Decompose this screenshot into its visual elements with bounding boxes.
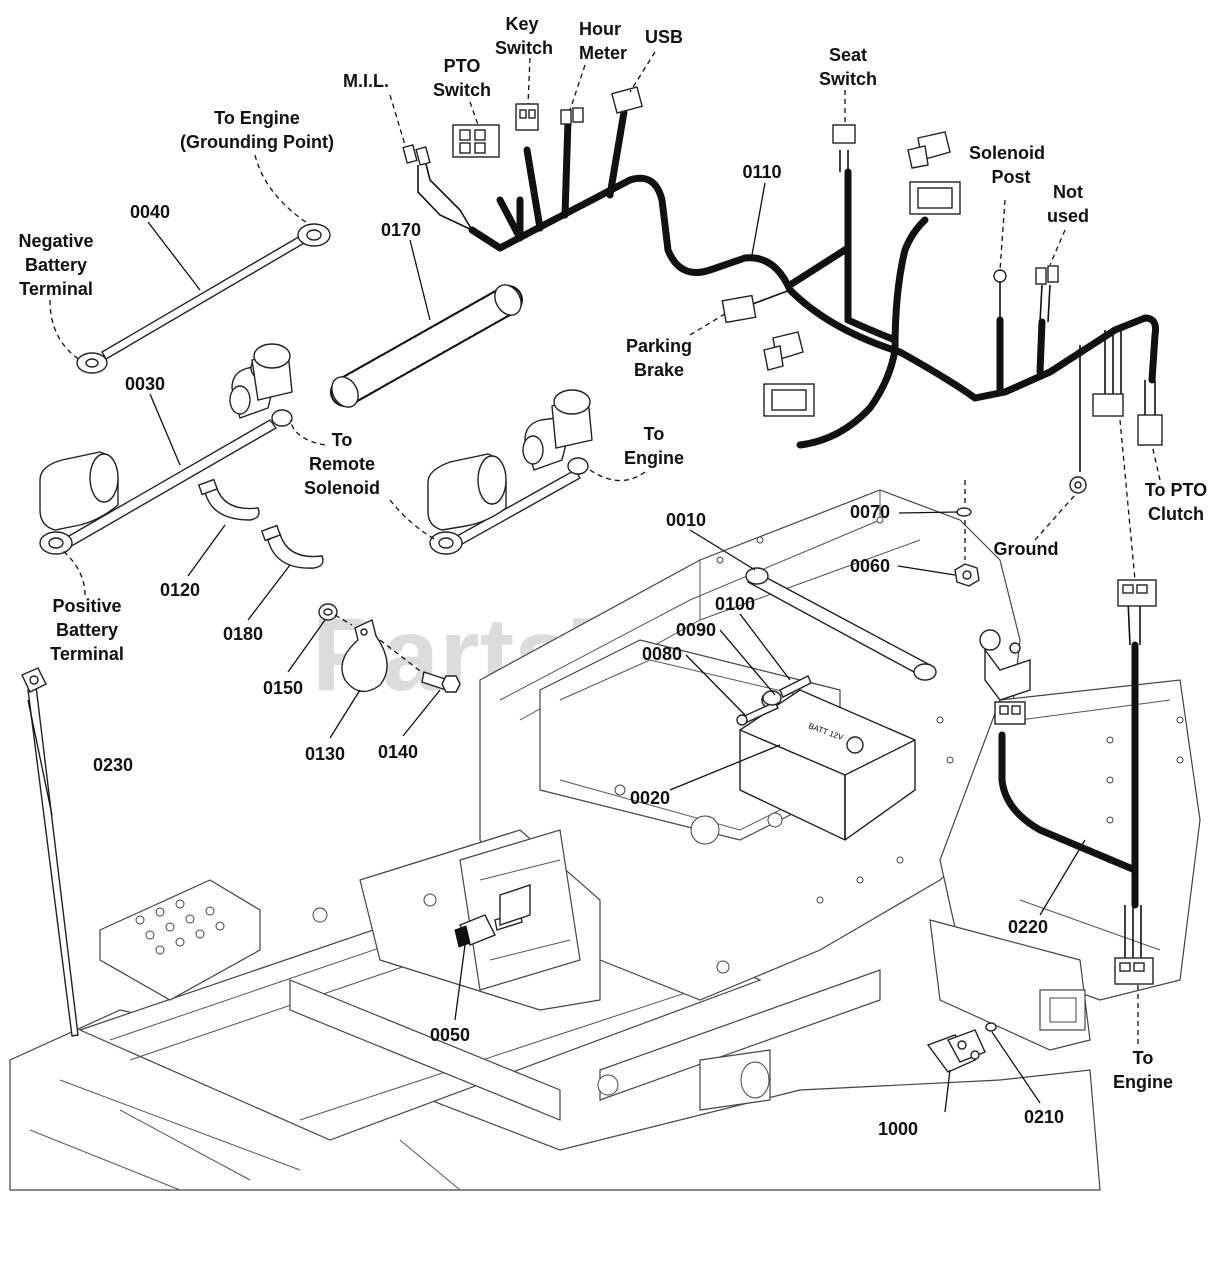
engine-wire-harness bbox=[994, 579, 1157, 985]
part-number-0210: 0210 bbox=[1024, 1107, 1064, 1127]
part-number-0230: 0230 bbox=[93, 755, 133, 775]
callout-labels: M.I.L. PTO Switch Key Switch Hour Meter … bbox=[18, 14, 1207, 1092]
label-parking-brake-1: Parking bbox=[626, 336, 692, 356]
part-number-0120: 0120 bbox=[160, 580, 200, 600]
part-number-0130: 0130 bbox=[305, 744, 345, 764]
battery-hold-down-bar bbox=[745, 567, 937, 681]
label-negative-battery-2: Battery bbox=[25, 255, 87, 275]
label-mil: M.I.L. bbox=[343, 71, 389, 91]
part-number-0080: 0080 bbox=[642, 644, 682, 664]
label-positive-battery-2: Battery bbox=[56, 620, 118, 640]
starter-solenoid bbox=[926, 1022, 997, 1073]
positive-battery-cable bbox=[39, 343, 293, 555]
foot-rest-holes bbox=[135, 899, 225, 955]
leader-lines bbox=[27, 51, 1161, 1113]
part-number-0010: 0010 bbox=[666, 510, 706, 530]
part-number-1000: 1000 bbox=[878, 1119, 918, 1139]
part-number-0150: 0150 bbox=[263, 678, 303, 698]
label-ground: Ground bbox=[994, 539, 1059, 559]
label-negative-battery-1: Negative bbox=[18, 231, 93, 251]
part-number-0020: 0020 bbox=[630, 788, 670, 808]
part-number-0100: 0100 bbox=[715, 594, 755, 614]
label-to-engine-upper-1: To bbox=[644, 424, 665, 444]
remote-solenoid-cable bbox=[427, 389, 593, 555]
label-positive-battery-1: Positive bbox=[52, 596, 121, 616]
part-number-0170: 0170 bbox=[381, 220, 421, 240]
cable-tie-long bbox=[21, 667, 79, 1037]
part-number-0180: 0180 bbox=[223, 624, 263, 644]
lift-lever bbox=[979, 629, 1031, 701]
negative-battery-cable bbox=[76, 223, 331, 374]
label-to-engine-lower-1: To bbox=[1133, 1048, 1154, 1068]
label-seat-switch-2: Switch bbox=[819, 69, 877, 89]
label-remote-solenoid-3: Solenoid bbox=[304, 478, 380, 498]
label-remote-solenoid-2: Remote bbox=[309, 454, 375, 474]
label-to-pto-clutch-1: To PTO bbox=[1145, 480, 1207, 500]
part-number-0090: 0090 bbox=[676, 620, 716, 640]
label-hour-meter-2: Meter bbox=[579, 43, 627, 63]
part-number-0030: 0030 bbox=[125, 374, 165, 394]
part-numbers: 0010 0020 0030 0040 0050 0060 0070 0080 … bbox=[93, 162, 1064, 1139]
label-usb: USB bbox=[645, 27, 683, 47]
label-to-pto-clutch-2: Clutch bbox=[1148, 504, 1204, 524]
harness-connectors bbox=[402, 86, 1163, 494]
chassis-holes bbox=[312, 516, 1184, 1096]
label-to-engine-ground-2: (Grounding Point) bbox=[180, 132, 334, 152]
label-seat-switch-1: Seat bbox=[829, 45, 867, 65]
battery-bolt-hardware bbox=[736, 675, 812, 726]
label-to-engine-lower-2: Engine bbox=[1113, 1072, 1173, 1092]
label-to-engine-ground-1: To Engine bbox=[214, 108, 300, 128]
part-number-0070: 0070 bbox=[850, 502, 890, 522]
label-hour-meter-1: Hour bbox=[579, 19, 621, 39]
part-number-0220: 0220 bbox=[1008, 917, 1048, 937]
label-negative-battery-3: Terminal bbox=[19, 279, 93, 299]
cable-clamps bbox=[197, 478, 324, 569]
label-pto-switch-2: Switch bbox=[433, 80, 491, 100]
label-remote-solenoid-1: To bbox=[332, 430, 353, 450]
corrugated-conduit bbox=[330, 284, 523, 408]
part-number-0110: 0110 bbox=[742, 162, 781, 182]
main-wire-harness bbox=[417, 108, 1159, 472]
p-clamp-assembly bbox=[318, 603, 461, 693]
part-number-0050: 0050 bbox=[430, 1025, 470, 1045]
label-not-used-1: Not bbox=[1053, 182, 1083, 202]
label-pto-switch-1: PTO bbox=[444, 56, 481, 76]
label-parking-brake-2: Brake bbox=[634, 360, 684, 380]
part-number-0040: 0040 bbox=[130, 202, 170, 222]
part-number-0060: 0060 bbox=[850, 556, 890, 576]
part-number-0140: 0140 bbox=[378, 742, 418, 762]
label-key-switch-1: Key bbox=[505, 14, 538, 34]
label-to-engine-upper-2: Engine bbox=[624, 448, 684, 468]
label-not-used-2: used bbox=[1047, 206, 1089, 226]
label-key-switch-2: Switch bbox=[495, 38, 553, 58]
interlock-switch bbox=[454, 884, 531, 948]
label-solenoid-post-1: Solenoid bbox=[969, 143, 1045, 163]
label-solenoid-post-2: Post bbox=[991, 167, 1030, 187]
label-positive-battery-3: Terminal bbox=[50, 644, 124, 664]
